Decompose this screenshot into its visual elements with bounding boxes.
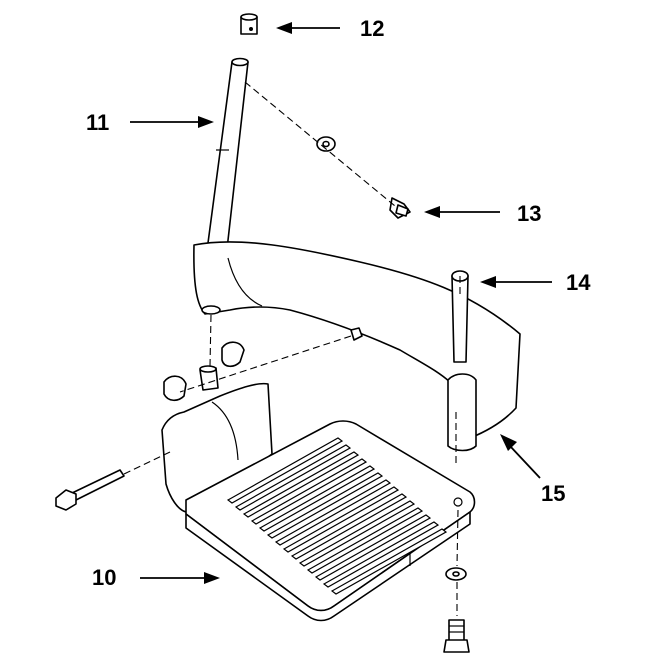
callout-label-15: 15 <box>541 481 565 506</box>
foot-plate <box>161 382 476 622</box>
pivot-pin <box>451 270 469 363</box>
arrow-13 <box>424 206 500 218</box>
arrow-15 <box>500 434 541 479</box>
callout-label-10: 10 <box>92 565 116 590</box>
bottom-washer <box>445 567 467 581</box>
arrow-14 <box>480 276 552 288</box>
tube-cap <box>240 13 258 35</box>
pivot-bushing <box>199 365 219 391</box>
callout-label-12: 12 <box>360 16 384 41</box>
arrow-10 <box>140 572 220 584</box>
callout-label-11: 11 <box>86 110 109 135</box>
callout-label-14: 14 <box>566 270 591 295</box>
lower-nut <box>350 327 363 341</box>
spacer-left <box>163 375 187 402</box>
bottom-bolt <box>443 619 470 653</box>
long-bolt <box>55 469 125 511</box>
hanger-tube <box>205 57 249 259</box>
clamp-sleeve <box>447 373 477 452</box>
washer-13 <box>316 136 336 152</box>
arrow-11 <box>130 116 214 128</box>
foot-plate-slots <box>226 437 448 595</box>
callout-label-13: 13 <box>517 201 541 226</box>
bolt-13 <box>389 197 411 219</box>
spacer-right <box>221 341 245 368</box>
arrow-12 <box>276 22 340 34</box>
